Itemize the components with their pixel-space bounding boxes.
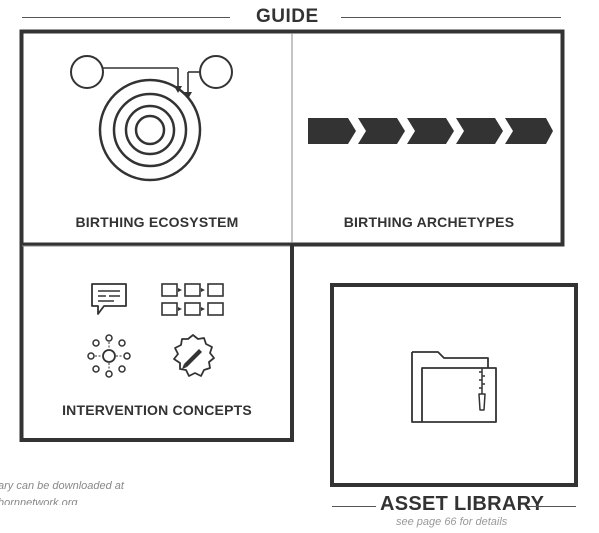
archetypes-label: BIRTHING ARCHETYPES	[343, 214, 515, 230]
asset-rule-right	[528, 506, 576, 507]
network-node-icon	[87, 334, 131, 378]
concentric-target-icon	[70, 55, 233, 182]
zip-folder-icon	[411, 351, 497, 423]
guide-rule-right	[341, 17, 561, 18]
guide-rule-left	[22, 17, 230, 18]
download-note-line1: ary can be downloaded at	[0, 480, 124, 492]
asset-library-subtitle: see page 66 for details	[396, 516, 508, 528]
interventions-label: INTERVENTION CONCEPTS	[62, 402, 252, 418]
guide-title: GUIDE	[256, 6, 319, 27]
ecosystem-label: BIRTHING ECOSYSTEM	[75, 214, 239, 230]
asset-rule-left	[332, 506, 376, 507]
chevron-arrow-chain-icon	[308, 118, 553, 144]
asset-library-title: ASSET LIBRARY	[380, 493, 545, 515]
storyboard-grid-icon	[161, 283, 224, 316]
download-note-line2: hornnetwork.org	[0, 497, 78, 505]
badge-pen-icon	[173, 334, 215, 377]
speech-bubble-icon	[91, 283, 127, 315]
